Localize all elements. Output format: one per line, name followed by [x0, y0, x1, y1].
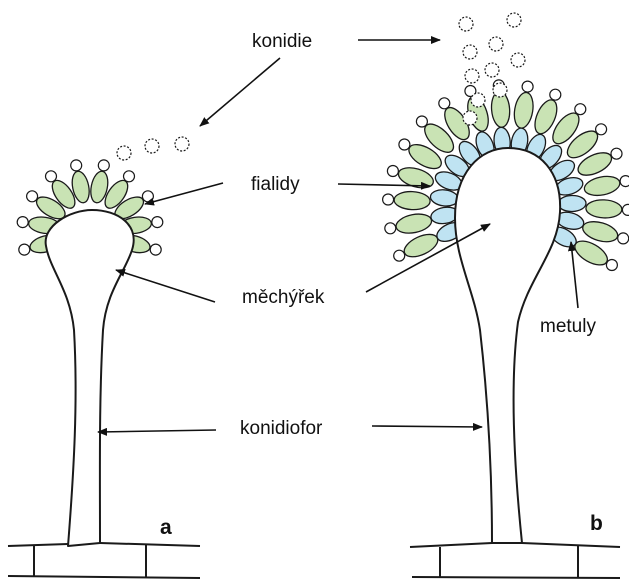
phialide [512, 91, 536, 129]
spore [152, 217, 163, 228]
panel-label-a: a [160, 516, 172, 539]
spore [71, 160, 82, 171]
spore [383, 194, 394, 205]
spore [19, 244, 30, 255]
spore [522, 81, 533, 92]
spore [620, 176, 629, 187]
conidium [485, 63, 499, 77]
arrow-fialidy-left [145, 183, 223, 204]
arrow-konidiofor-right [372, 426, 482, 427]
label-metuly: metuly [540, 316, 596, 337]
spore [622, 204, 629, 215]
spore [46, 171, 57, 182]
vesicle-b [455, 148, 560, 543]
conidium [493, 83, 507, 97]
spore [606, 260, 617, 271]
spore [611, 148, 622, 159]
spore [596, 124, 607, 135]
label-fialidy: fialidy [251, 174, 300, 195]
substrate-hypha-b [410, 543, 620, 578]
spore [399, 139, 410, 150]
arrow-konidie-left [200, 58, 280, 126]
conidium [463, 111, 477, 125]
conidium [471, 93, 485, 107]
arrow-mechyrek-left [116, 270, 215, 302]
vesicle-a [46, 210, 134, 546]
conidium [175, 137, 189, 151]
spore [439, 98, 450, 109]
spore [142, 191, 153, 202]
spore [124, 171, 135, 182]
spore [618, 233, 629, 244]
label-mechyrek: měchýřek [242, 287, 325, 308]
spore [394, 250, 405, 261]
spore [387, 166, 398, 177]
substrate-hypha-a [8, 543, 200, 578]
conidium [465, 69, 479, 83]
phialide [394, 191, 431, 211]
spore [416, 116, 427, 127]
conidium [463, 45, 477, 59]
spore [98, 160, 109, 171]
phialide [394, 211, 433, 236]
phialide [401, 230, 441, 262]
spore [27, 191, 38, 202]
conidium [507, 13, 521, 27]
spore [550, 89, 561, 100]
panel-label-b: b [590, 512, 603, 535]
label-konidiofor: konidiofor [240, 418, 323, 439]
conidium [459, 17, 473, 31]
spore [150, 244, 161, 255]
conidium [117, 146, 131, 160]
arrow-konidiofor-left [98, 430, 216, 432]
metula [558, 195, 586, 212]
label-konidie: konidie [252, 31, 312, 52]
phialide [586, 199, 623, 218]
conidium [145, 139, 159, 153]
conidium [511, 53, 525, 67]
spore [575, 104, 586, 115]
phialide [583, 173, 622, 198]
conidium [489, 37, 503, 51]
spore [17, 217, 28, 228]
spore [385, 223, 396, 234]
